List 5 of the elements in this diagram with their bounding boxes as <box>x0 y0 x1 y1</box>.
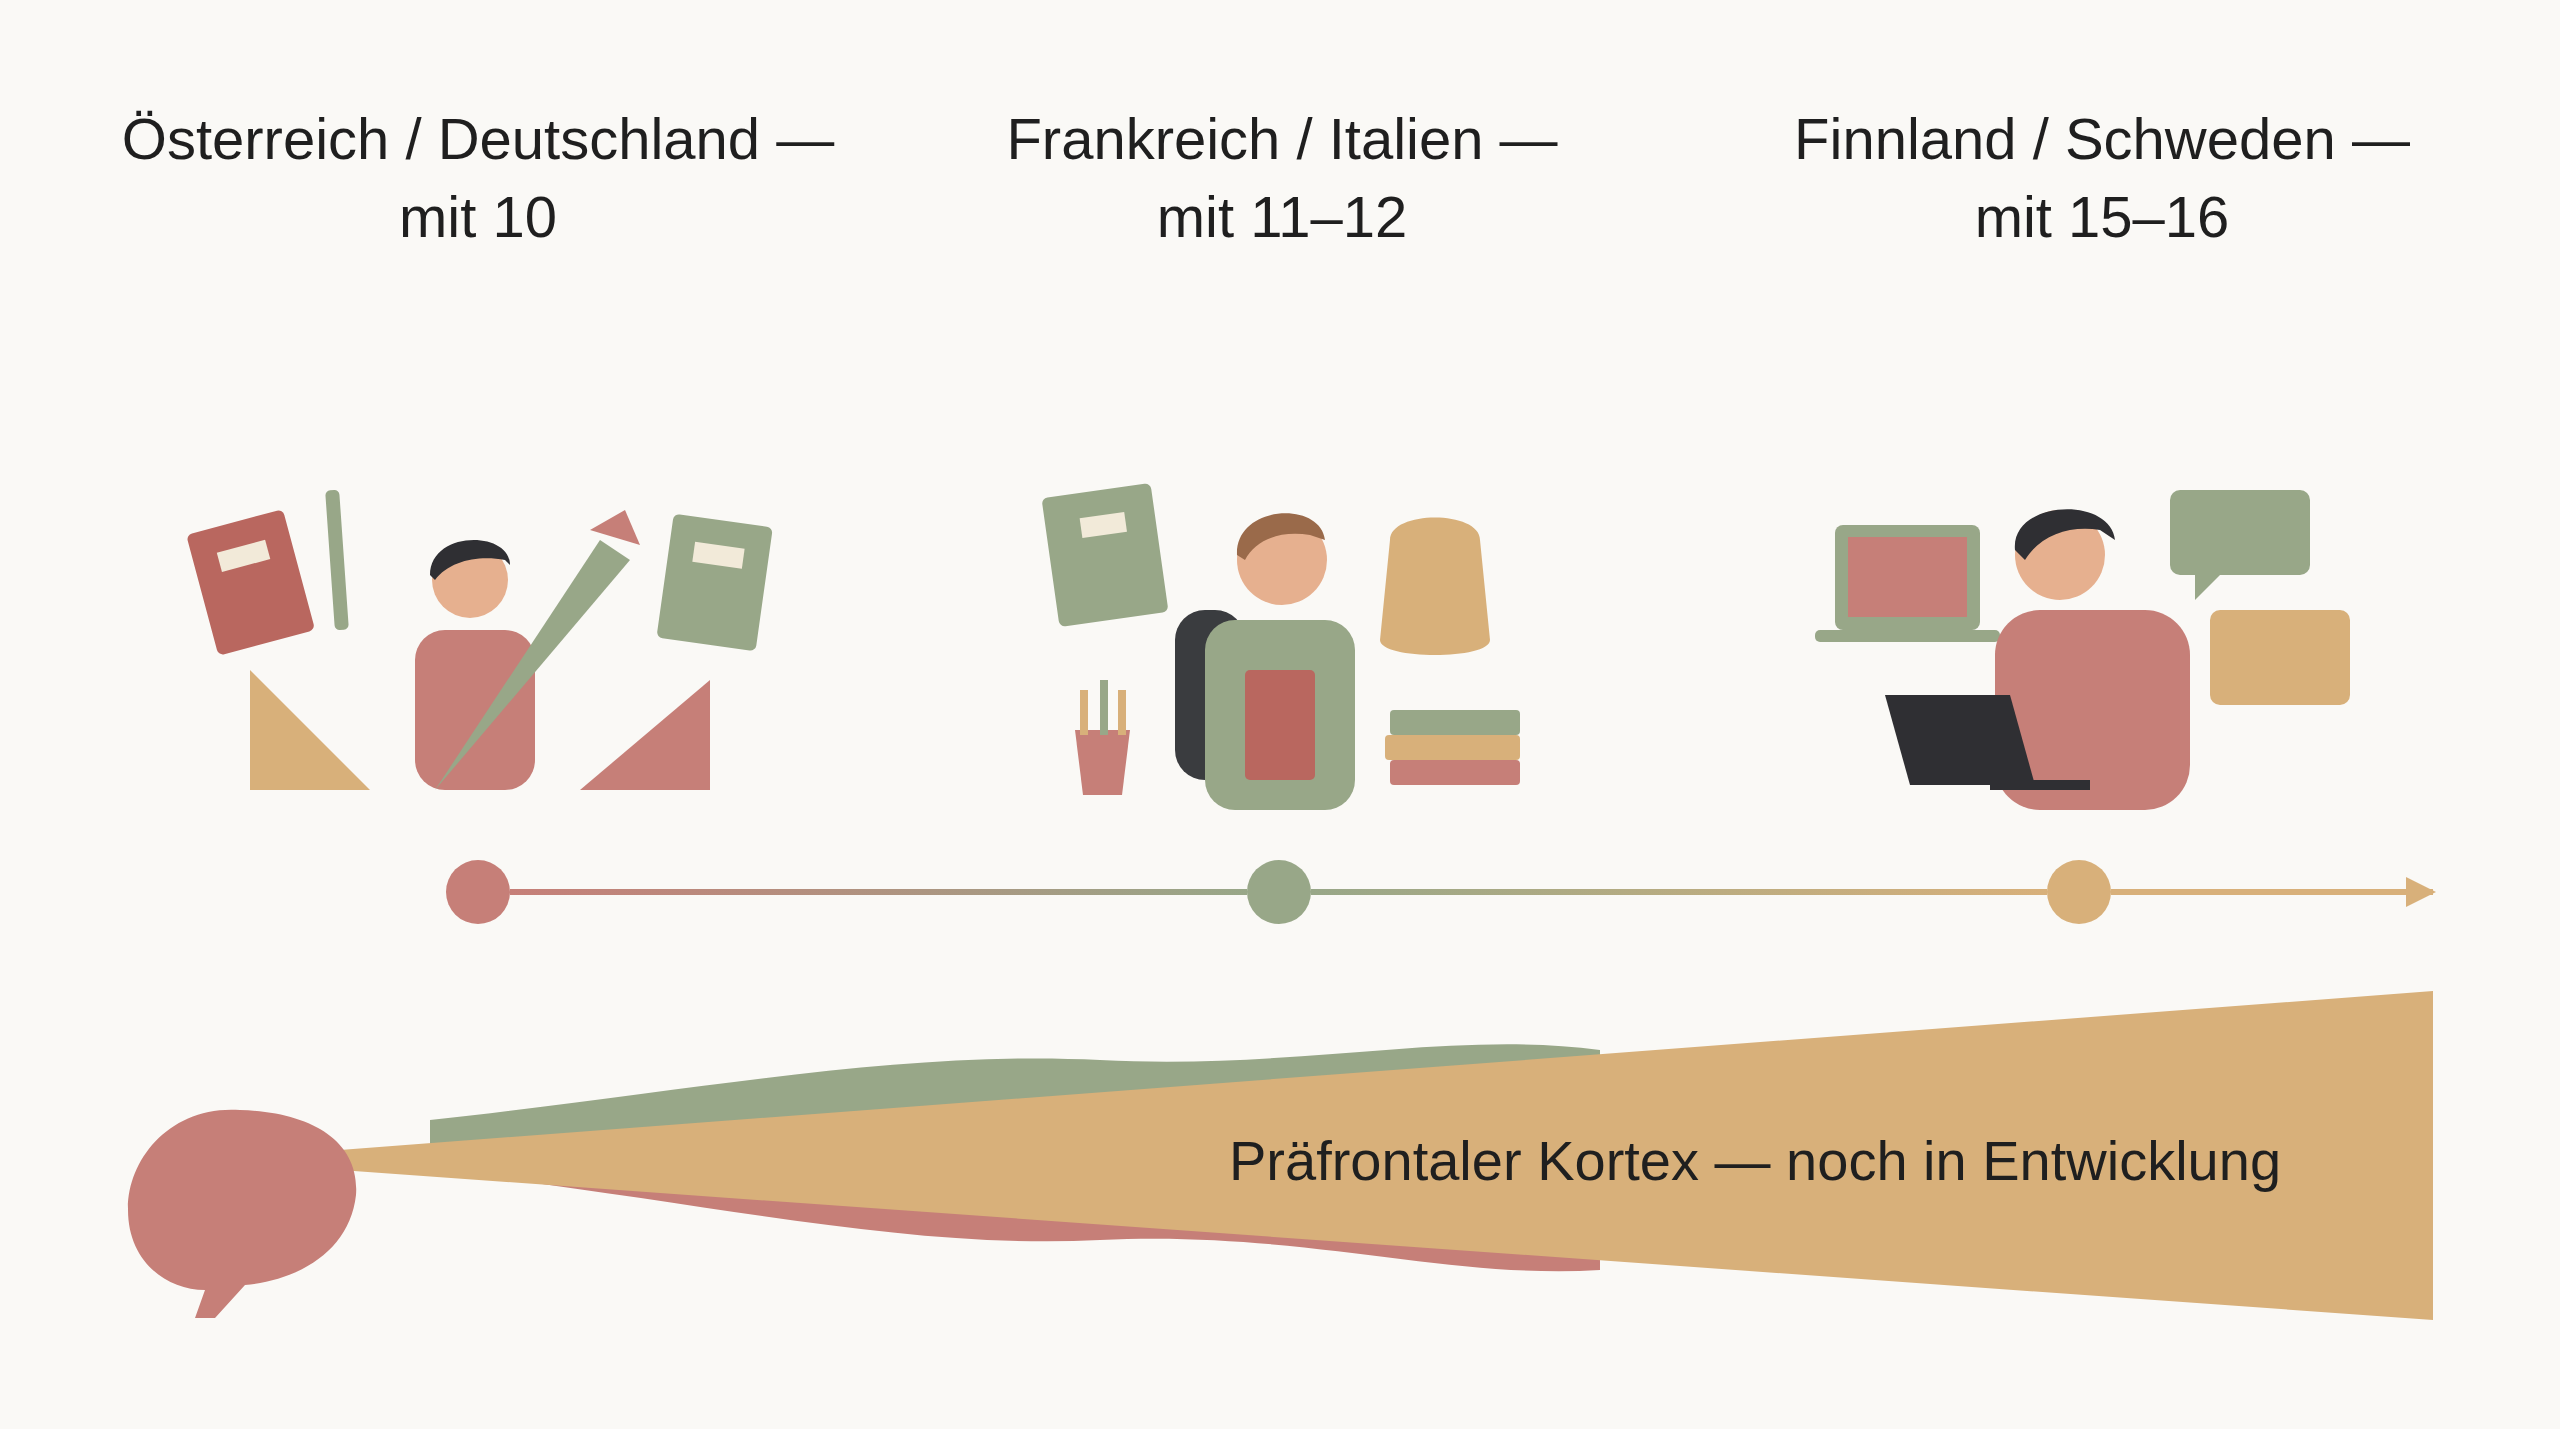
country-age-heading: Österreich / Deutschland — mit 10 <box>120 105 836 251</box>
timeline-arrow <box>2111 877 2436 907</box>
country-age-heading: Finnland / Schweden — mit 15–16 <box>1793 105 2411 251</box>
brain-caption: Präfrontaler Kortex — noch in Entwicklung <box>1229 1128 2282 1193</box>
country-age-heading: Frankreich / Italien — mit 11–12 <box>1005 105 1559 251</box>
